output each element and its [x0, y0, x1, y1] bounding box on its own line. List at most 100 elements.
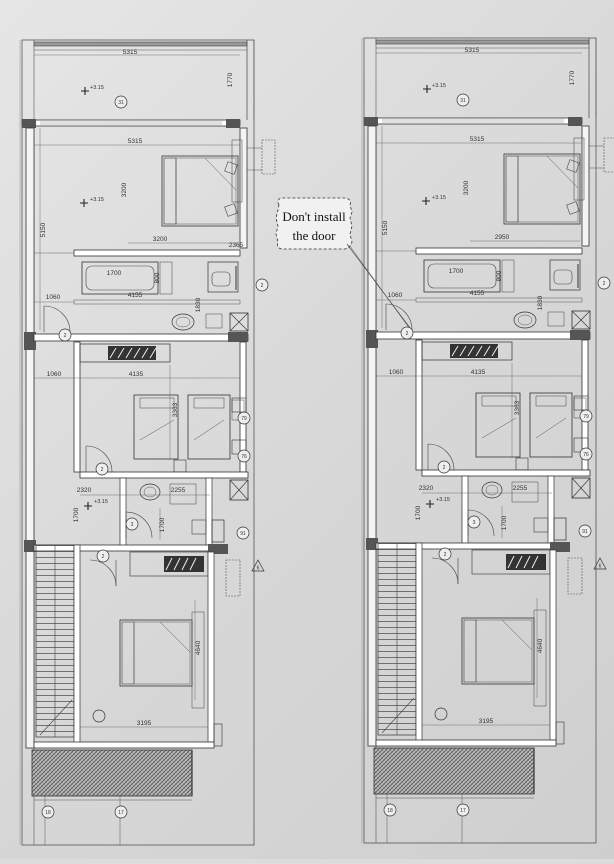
detail-tag-circle — [467, 515, 481, 529]
level-marker-icon — [81, 87, 89, 95]
detail-tag-label: 76 — [583, 452, 589, 458]
level-label: +3.15 — [432, 195, 446, 201]
detail-tag-circle — [41, 805, 55, 819]
plan-left-labels: 5315 1770 5315 3200 3200 1060 1700 800 4155 1830 2… — [40, 49, 269, 819]
dimension-dorm-left: 1060 — [389, 369, 404, 376]
detail-tag-circle — [58, 328, 72, 342]
detail-tag-label: 3 — [473, 520, 476, 526]
dimension-bath-width: 4155 — [470, 290, 485, 297]
dimension-tub-gap: 800 — [154, 272, 161, 283]
detail-tag-label: 18 — [45, 810, 51, 816]
detail-tag-circle — [579, 409, 593, 423]
dimension-bed-zone: 2950 — [495, 234, 510, 241]
dimension-bedroom-depth: 3200 — [463, 180, 470, 195]
level-marker-icon — [84, 502, 92, 510]
level-marker-icon — [426, 500, 434, 508]
detail-tag-circle — [456, 93, 470, 107]
dimension-bedroom-width: 5315 — [470, 136, 485, 143]
dimension-bath-depth: 1830 — [537, 295, 544, 310]
detail-tag-circle — [579, 447, 593, 461]
dimension-lower-depth: 4640 — [195, 640, 202, 655]
detail-tag-circle — [95, 462, 109, 476]
dimension-bath-left: 1060 — [388, 292, 403, 299]
level-marker-icon — [423, 85, 431, 93]
level-marker-icon — [422, 197, 430, 205]
detail-tag-label: 2 — [64, 333, 67, 339]
detail-tag-circle — [437, 460, 451, 474]
detail-tag-circle — [383, 803, 397, 817]
dimension-wc-width: 2255 — [171, 487, 186, 494]
level-label: +3.15 — [432, 83, 446, 89]
callout-line-2: the door — [293, 228, 337, 243]
detail-tag-label: 17 — [118, 810, 124, 816]
detail-tag-label: 31 — [118, 100, 124, 106]
section-marker-icon — [251, 559, 265, 572]
dimension-hall-depth: 1700 — [415, 505, 422, 520]
detail-tag-label: 2 — [603, 281, 606, 287]
detail-tag-circle — [125, 517, 139, 531]
dimension-lower-width: 3195 — [137, 720, 152, 727]
dimension-tub-gap: 800 — [496, 270, 503, 281]
dimension-bath-depth: 1830 — [195, 297, 202, 312]
dimension-bed-zone: 3200 — [153, 236, 168, 243]
dimension-dorm-depth: 3363 — [514, 400, 521, 415]
dimension-dorm-width: 4135 — [129, 371, 144, 378]
dimension-hall-width: 2320 — [77, 487, 92, 494]
detail-tag-label: 91 — [240, 531, 246, 537]
level-label: +3.15 — [436, 497, 450, 503]
detail-tag-circle — [237, 449, 251, 463]
dimension-room-depth: 5150 — [382, 220, 389, 235]
detail-tag-label: 3 — [131, 522, 134, 528]
level-label: +3.15 — [90, 85, 104, 91]
dimension-lower-depth: 4640 — [537, 638, 544, 653]
section-marker-label: 6 — [599, 564, 602, 570]
detail-tag-label: 2 — [444, 552, 447, 558]
dimension-balcony-width: 5315 — [465, 47, 480, 54]
level-marker-icon — [80, 199, 88, 207]
dimension-bathtub: 1700 — [449, 268, 464, 275]
callout-line-1: Don't install — [282, 209, 346, 224]
detail-tag-label: 79 — [583, 414, 589, 420]
section-marker-icon — [593, 557, 607, 570]
detail-tag-label: 76 — [241, 454, 247, 460]
detail-tag-label: 2 — [101, 467, 104, 473]
dimension-wc-width: 2255 — [513, 485, 528, 492]
dimension-dorm-left: 1060 — [47, 371, 62, 378]
detail-tag-circle — [597, 276, 611, 290]
detail-tag-circle — [237, 411, 251, 425]
plan-right-labels: 5315 1770 5315 3200 2950 1060 1700 800 4155 1830 5… — [382, 47, 611, 817]
detail-tag-label: 79 — [241, 416, 247, 422]
detail-tag-label: 17 — [460, 808, 466, 814]
detail-tag-circle — [114, 95, 128, 109]
dimension-balcony-depth: 1770 — [569, 70, 576, 85]
detail-tag-circle — [438, 547, 452, 561]
dimension-bathtub: 1700 — [107, 270, 122, 277]
dimension-bedroom-width: 5315 — [128, 138, 143, 145]
dimension-dorm-width: 4135 — [471, 369, 486, 376]
detail-tag-circle — [236, 526, 250, 540]
detail-tag-label: 2 — [261, 283, 264, 289]
level-label: +3.15 — [94, 499, 108, 505]
detail-tag-circle — [114, 805, 128, 819]
dimension-bath-left: 1060 — [46, 294, 61, 301]
section-marker-label: 6 — [257, 566, 260, 572]
dimension-hall-width: 2320 — [419, 485, 434, 492]
dimension-balcony-width: 5315 — [123, 49, 138, 56]
dimension-room-depth: 5150 — [40, 222, 47, 237]
level-label: +3.15 — [90, 197, 104, 203]
dimension-bath-width: 4155 — [128, 292, 143, 299]
dimension-wc-depth: 1700 — [501, 515, 508, 530]
detail-tag-label: 2 — [406, 331, 409, 337]
dimension-lower-width: 3195 — [479, 718, 494, 725]
detail-tag-circle — [255, 278, 269, 292]
callout-bubble: Don't install the door — [275, 197, 413, 333]
detail-tag-label: 31 — [460, 98, 466, 104]
dimension-balcony-depth: 1770 — [227, 72, 234, 87]
detail-tag-label: 18 — [387, 808, 393, 814]
dimension-hall-depth: 1700 — [73, 507, 80, 522]
detail-tag-circle — [578, 524, 592, 538]
detail-tag-circle — [400, 326, 414, 340]
dimension-bedroom-depth: 3200 — [121, 182, 128, 197]
